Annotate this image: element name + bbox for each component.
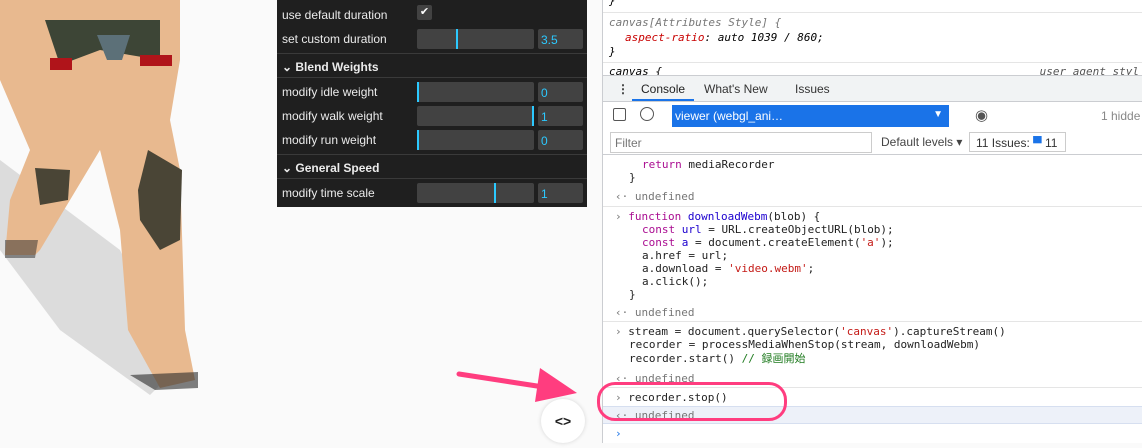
walk-weight-input[interactable]: 1	[538, 106, 583, 126]
rule-selector: canvas[Attributes Style] {	[609, 16, 782, 29]
style-declaration[interactable]: aspect-ratio: auto 1039 / 860;	[625, 31, 824, 44]
use-default-duration-row: use default duration ✔	[277, 3, 587, 27]
slider-thumb[interactable]	[456, 29, 458, 49]
group-title: Blend Weights	[295, 60, 379, 74]
idle-weight-input[interactable]: 0	[538, 82, 583, 102]
issues-button[interactable]: 11 Issues: ▀ 11	[969, 132, 1066, 152]
tab-whats-new[interactable]: What's New	[704, 82, 768, 96]
idle-weight-row: modify idle weight 0	[277, 80, 587, 104]
more-icon[interactable]: ⋮	[617, 82, 629, 96]
console-toolbar: viewer (webgl_ani…▼ ◉ 1 hidde	[603, 102, 1142, 130]
run-weight-row: modify run weight 0	[277, 128, 587, 152]
slider-thumb[interactable]	[532, 106, 534, 126]
dropdown-arrow-icon: ▼	[933, 109, 943, 120]
console-prompt[interactable]: ›	[615, 427, 622, 440]
set-custom-duration-row: set custom duration 3.5	[277, 27, 587, 51]
eye-icon[interactable]: ◉	[975, 107, 989, 124]
slider-thumb[interactable]	[417, 82, 419, 102]
use-default-duration-checkbox[interactable]: ✔	[417, 5, 432, 20]
row-label: modify idle weight	[282, 85, 378, 99]
console-input-entry[interactable]: › function downloadWebm(blob) {	[615, 210, 821, 223]
row-label: use default duration	[282, 8, 388, 22]
group-blend-weights[interactable]: ⌄ Blend Weights	[277, 53, 587, 78]
tab-console[interactable]: Console	[641, 82, 686, 96]
console-code-line: return mediaRecorder	[642, 158, 775, 171]
toggle-devtools-button[interactable]: <>	[541, 399, 585, 443]
run-weight-slider[interactable]	[417, 130, 534, 150]
highlight-ellipse	[597, 382, 787, 421]
console-input-entry[interactable]: › recorder.stop()	[615, 391, 728, 404]
group-general-speed[interactable]: ⌄ General Speed	[277, 154, 587, 179]
rule-brace: }	[609, 45, 616, 58]
default-levels-dropdown[interactable]: Default levels ▾	[881, 135, 963, 149]
context-selector[interactable]: viewer (webgl_ani…▼	[672, 105, 949, 127]
filter-row: Default levels ▾ 11 Issues: ▀ 11	[603, 130, 1142, 155]
time-scale-slider[interactable]	[417, 183, 534, 203]
devtools-panel: } canvas[Attributes Style] { aspect-rati…	[597, 0, 1142, 443]
row-label: modify run weight	[282, 133, 377, 147]
annotation-arrow	[456, 368, 577, 402]
console-input-entry[interactable]: › stream = document.querySelector('canva…	[615, 325, 1006, 338]
custom-duration-input[interactable]: 3.5	[538, 29, 583, 49]
check-icon: ✔	[419, 6, 430, 18]
console-code-line: }	[629, 171, 636, 184]
rule-selector: canvas {	[609, 65, 662, 78]
console-result: ‹· undefined	[615, 306, 695, 319]
console-code-line: recorder = processMediaWhenStop(stream, …	[629, 338, 980, 351]
hidden-count: 1 hidde	[1101, 109, 1141, 123]
rule-brace: }	[609, 0, 616, 7]
character-model	[0, 0, 198, 395]
console-code-line: const a = document.createElement('a');	[642, 236, 894, 249]
clear-console-icon[interactable]	[640, 107, 654, 121]
sidebar-toggle-icon[interactable]	[613, 108, 626, 121]
slider-thumb[interactable]	[494, 183, 496, 203]
idle-weight-slider[interactable]	[417, 82, 534, 102]
time-scale-input[interactable]: 1	[538, 183, 583, 203]
console-code-line: a.click();	[642, 275, 709, 288]
row-label: modify time scale	[282, 186, 375, 200]
run-weight-input[interactable]: 0	[538, 130, 583, 150]
code-icon: <>	[554, 413, 572, 429]
console-code-line: }	[629, 288, 636, 301]
walk-weight-slider[interactable]	[417, 106, 534, 126]
issue-icon: ▀	[1033, 136, 1042, 150]
time-scale-row: modify time scale 1	[277, 181, 587, 205]
filter-input[interactable]	[610, 132, 872, 153]
drawer-tabs: ⋮ Console What's New Issues	[603, 75, 1142, 102]
user-agent-label: user agent styl	[1039, 65, 1139, 78]
console-code-line: recorder.start() // 録画開始	[629, 352, 806, 365]
tab-issues[interactable]: Issues	[795, 82, 830, 96]
gui-panel: use default duration ✔ set custom durati…	[277, 0, 587, 207]
console-result: ‹· undefined	[615, 190, 695, 203]
row-label: modify walk weight	[282, 109, 383, 123]
console-result: ‹· undefined	[615, 372, 695, 385]
row-label: set custom duration	[282, 32, 387, 46]
chevron-down-icon: ⌄	[282, 161, 296, 175]
slider-thumb[interactable]	[417, 130, 419, 150]
console-code-line: a.href = url;	[642, 249, 729, 262]
styles-pane: } canvas[Attributes Style] { aspect-rati…	[603, 0, 1142, 78]
walk-weight-row: modify walk weight 1	[277, 104, 587, 128]
custom-duration-slider[interactable]	[417, 29, 534, 49]
chevron-down-icon: ⌄	[282, 60, 296, 74]
group-title: General Speed	[295, 161, 380, 175]
console-code-line: const url = URL.createObjectURL(blob);	[642, 223, 894, 236]
console-code-line: a.download = 'video.webm';	[642, 262, 815, 275]
